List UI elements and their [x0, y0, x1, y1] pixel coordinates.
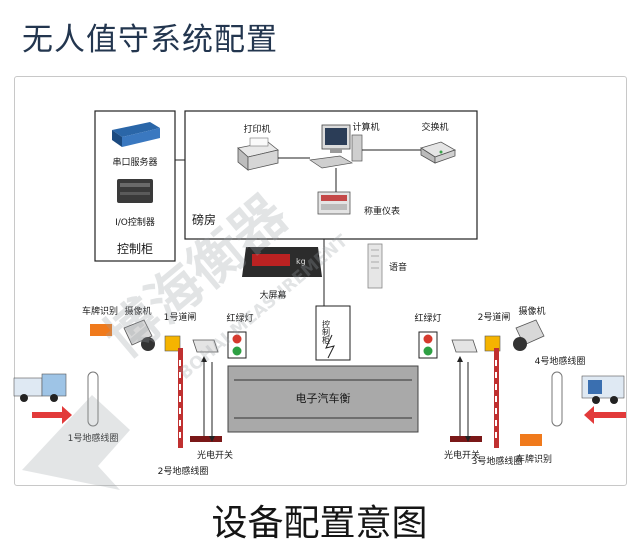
watermark-logo-icon [22, 395, 130, 490]
left-camera-icon [123, 319, 155, 351]
serial-server-icon [112, 122, 160, 147]
left-truck-icon [13, 373, 67, 402]
printer-label: 打印机 [243, 123, 270, 135]
left-camera-label: 摄像机 [124, 305, 151, 317]
connection-lines [175, 159, 325, 306]
control-cabinet: 串口服务器 I/O控制器 控制柜 [94, 110, 176, 262]
weigh-room-label: 磅房 [192, 212, 216, 227]
truck-scale [227, 365, 419, 433]
left-plate-reader-icon [90, 324, 112, 336]
indicator-label: 称重仪表 [364, 205, 400, 217]
left-photo-label: 光电开关 [197, 449, 233, 461]
weighing-indicator-icon [317, 191, 351, 215]
right-plate-reader-icon [520, 434, 542, 446]
left-arrow-icon [32, 406, 72, 424]
right-display-icon [451, 339, 478, 353]
diagram-frame [14, 76, 627, 486]
big-screen-label: 大屏幕 [259, 289, 286, 301]
left-plate-label: 车牌识别 [82, 305, 118, 317]
io-controller-label: I/O控制器 [115, 216, 155, 228]
weigh-room: 打印机 计算机 交换机 称重仪表 磅房 [184, 110, 478, 240]
right-truck-icon [581, 375, 625, 404]
right-camera-icon [513, 319, 545, 351]
page-title: 无人值守系统配置 [22, 22, 278, 58]
right-plate-label: 车牌识别 [516, 453, 552, 465]
room-wiring [278, 149, 421, 192]
io-controller-icon [117, 179, 153, 203]
junction-box-label: 控制柜 [322, 319, 331, 345]
right-photo-label: 光电开关 [444, 449, 480, 461]
diagram-caption: 设备配置意图 [211, 503, 428, 544]
big-screen-icon: kg [242, 247, 322, 277]
serial-server-label: 串口服务器 [112, 156, 157, 168]
right-loop-top-label: 4号地感线圈 [535, 355, 586, 367]
left-barrier-label: 1号道闸 [164, 311, 197, 323]
right-loop-top-icon [551, 371, 563, 427]
left-photo-switch-icon [190, 356, 222, 442]
right-barrier-label: 2号道闸 [478, 311, 511, 323]
scale-label: 电子汽车衡 [296, 391, 351, 405]
printer-icon [237, 137, 279, 171]
right-camera-label: 摄像机 [518, 305, 545, 317]
right-loop-bottom-label: 3号地感线圈 [472, 455, 523, 467]
left-loop-top-icon [87, 371, 99, 427]
speaker-icon [367, 243, 383, 289]
power-icon [325, 334, 335, 359]
left-light-label: 红绿灯 [226, 312, 253, 324]
speaker-label: 语音 [389, 261, 407, 273]
left-traffic-light-icon [227, 331, 247, 359]
computer-label: 计算机 [352, 121, 379, 133]
right-barrier-icon [484, 335, 501, 448]
right-light-label: 红绿灯 [414, 312, 441, 324]
switch-label: 交换机 [421, 121, 448, 133]
left-loop-bottom-label: 2号地感线圈 [158, 465, 209, 477]
left-barrier-icon [164, 335, 183, 448]
right-traffic-light-icon [418, 331, 438, 359]
right-photo-switch-icon [450, 356, 482, 442]
svg-text:kg: kg [296, 257, 306, 266]
switch-icon [420, 141, 456, 164]
left-display-icon [192, 339, 219, 353]
junction-box: 控制柜 [315, 305, 351, 361]
computer-icon [309, 124, 363, 169]
left-loop-top-label: 1号地感线圈 [68, 432, 119, 444]
control-cabinet-label: 控制柜 [117, 242, 153, 256]
right-arrow-icon [584, 406, 626, 424]
